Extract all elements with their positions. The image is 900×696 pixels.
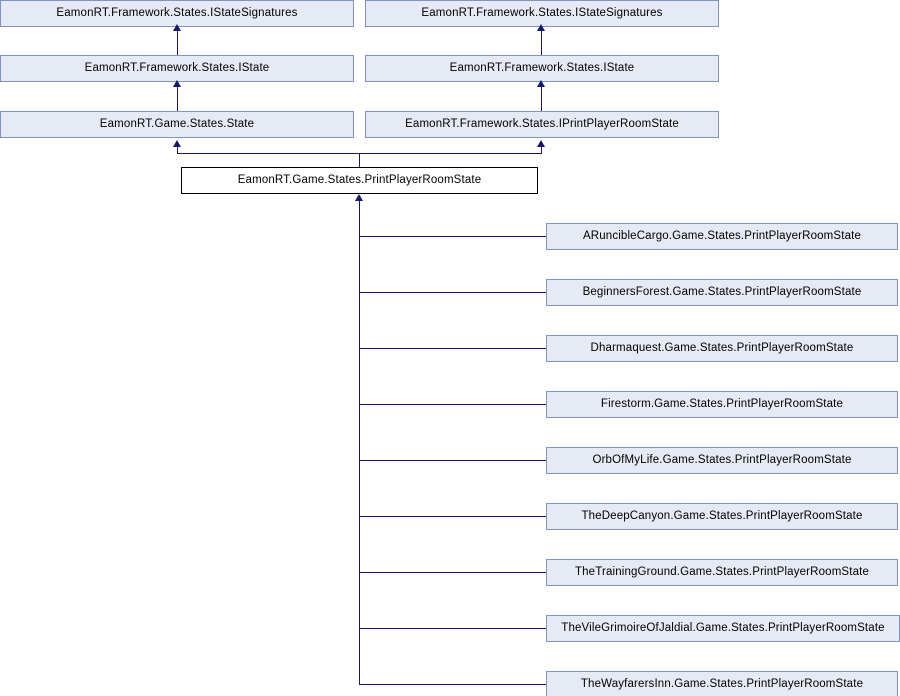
class-node-dharmaquest-printplayerroomstate[interactable]: Dharmaquest.Game.States.PrintPlayerRoomS… <box>546 335 898 362</box>
edge-branch-the-training-ground <box>359 572 547 573</box>
class-node-label: TheTrainingGround.Game.States.PrintPlaye… <box>574 565 870 578</box>
class-node-label: EamonRT.Game.States.State <box>99 117 255 130</box>
class-node-label: TheWayfarersInn.Game.States.PrintPlayerR… <box>580 677 864 690</box>
class-node-eamonrt-game-states-state[interactable]: EamonRT.Game.States.State <box>0 111 354 138</box>
class-node-eamonrt-framework-states-istatesignatures-right[interactable]: EamonRT.Framework.States.IStateSignature… <box>365 0 719 27</box>
edge-istatesignatures-to-istate-left <box>177 30 178 55</box>
edge-bracket-stem-to-current <box>359 153 360 168</box>
edge-branch-the-vile-grimoire-of-jaldial <box>359 628 547 629</box>
edge-istatesignatures-to-istate-right <box>541 30 542 55</box>
class-node-label: Firestorm.Game.States.PrintPlayerRoomSta… <box>600 397 844 410</box>
class-node-the-wayfarers-inn-printplayerroomstate[interactable]: TheWayfarersInn.Game.States.PrintPlayerR… <box>546 671 898 696</box>
arrowhead-up-icon <box>537 24 545 31</box>
edge-branch-the-deep-canyon <box>359 516 547 517</box>
class-node-label: EamonRT.Framework.States.IStateSignature… <box>56 6 298 19</box>
class-node-the-vile-grimoire-of-jaldial-printplayerroomstate[interactable]: TheVileGrimoireOfJaldial.Game.States.Pri… <box>546 615 900 642</box>
class-node-eamonrt-game-states-printplayerroomstate-current[interactable]: EamonRT.Game.States.PrintPlayerRoomState <box>181 167 538 194</box>
class-node-aruncible-cargo-printplayerroomstate[interactable]: ARuncibleCargo.Game.States.PrintPlayerRo… <box>546 223 898 250</box>
arrowhead-up-icon <box>173 80 181 87</box>
class-node-label: OrbOfMyLife.Game.States.PrintPlayerRoomS… <box>592 453 852 466</box>
class-node-label: Dharmaquest.Game.States.PrintPlayerRoomS… <box>590 341 854 354</box>
edge-bracket-riser-right <box>541 146 542 154</box>
edge-branch-firestorm <box>359 404 547 405</box>
class-node-eamonrt-framework-states-iprintplayerroomstate[interactable]: EamonRT.Framework.States.IPrintPlayerRoo… <box>365 111 719 138</box>
class-node-label: TheVileGrimoireOfJaldial.Game.States.Pri… <box>561 621 885 634</box>
edge-branch-orb-of-my-life <box>359 460 547 461</box>
class-node-the-training-ground-printplayerroomstate[interactable]: TheTrainingGround.Game.States.PrintPlaye… <box>546 559 898 586</box>
class-node-firestorm-printplayerroomstate[interactable]: Firestorm.Game.States.PrintPlayerRoomSta… <box>546 391 898 418</box>
arrowhead-up-icon <box>173 24 181 31</box>
class-node-orb-of-my-life-printplayerroomstate[interactable]: OrbOfMyLife.Game.States.PrintPlayerRoomS… <box>546 447 898 474</box>
arrowhead-up-icon <box>537 140 545 147</box>
class-node-label: EamonRT.Framework.States.IState <box>84 61 270 74</box>
edge-istate-to-iprintplayerroomstate <box>541 86 542 111</box>
edge-branch-dharmaquest <box>359 348 547 349</box>
class-node-label: EamonRT.Framework.States.IStateSignature… <box>421 6 663 19</box>
edge-bracket-riser-left <box>177 146 178 154</box>
class-node-label: EamonRT.Framework.States.IState <box>449 61 635 74</box>
class-node-label: TheDeepCanyon.Game.States.PrintPlayerRoo… <box>581 509 863 522</box>
edge-derived-trunk <box>359 200 360 684</box>
class-node-beginners-forest-printplayerroomstate[interactable]: BeginnersForest.Game.States.PrintPlayerR… <box>546 279 898 306</box>
edge-branch-beginners-forest <box>359 292 547 293</box>
class-node-label: BeginnersForest.Game.States.PrintPlayerR… <box>582 285 862 298</box>
arrowhead-up-icon <box>537 80 545 87</box>
class-node-label: EamonRT.Framework.States.IPrintPlayerRoo… <box>405 117 679 130</box>
arrowhead-up-icon <box>173 140 181 147</box>
edge-istate-to-state-left <box>177 86 178 111</box>
edge-branch-aruncible-cargo <box>359 236 547 237</box>
class-node-eamonrt-framework-states-istatesignatures-left[interactable]: EamonRT.Framework.States.IStateSignature… <box>0 0 354 27</box>
edge-branch-the-wayfarers-inn <box>359 684 547 685</box>
class-node-label: EamonRT.Game.States.PrintPlayerRoomState <box>237 173 482 186</box>
class-node-eamonrt-framework-states-istate-right[interactable]: EamonRT.Framework.States.IState <box>365 55 719 82</box>
arrowhead-up-icon <box>355 194 363 201</box>
class-node-eamonrt-framework-states-istate-left[interactable]: EamonRT.Framework.States.IState <box>0 55 354 82</box>
class-node-label: ARuncibleCargo.Game.States.PrintPlayerRo… <box>582 229 862 242</box>
class-node-the-deep-canyon-printplayerroomstate[interactable]: TheDeepCanyon.Game.States.PrintPlayerRoo… <box>546 503 898 530</box>
